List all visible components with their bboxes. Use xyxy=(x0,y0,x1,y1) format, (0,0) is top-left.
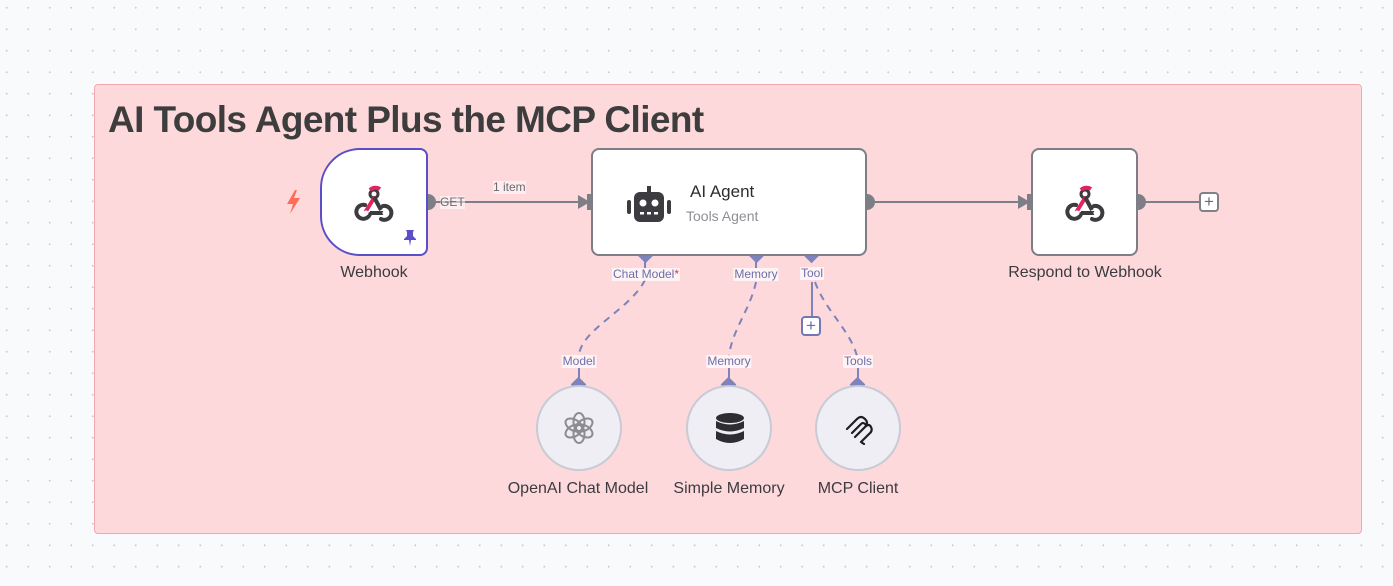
edge-item-count: 1 item xyxy=(493,180,526,194)
mcp-label: MCP Client xyxy=(817,480,899,497)
node-openai-chat-model[interactable] xyxy=(536,385,622,471)
node-ai-agent[interactable]: AI Agent Tools Agent xyxy=(591,148,867,256)
openai-label: OpenAI Chat Model xyxy=(507,480,649,497)
add-node-button[interactable]: + xyxy=(1199,192,1219,212)
sticky-note-title: AI Tools Agent Plus the MCP Client xyxy=(108,99,704,140)
memory-input-label: Memory xyxy=(733,267,779,281)
webhook-icon xyxy=(1065,185,1105,222)
robot-icon xyxy=(627,186,671,222)
node-simple-memory[interactable] xyxy=(686,385,772,471)
node-respond-to-webhook[interactable] xyxy=(1031,148,1138,256)
mcp-icon xyxy=(845,415,873,445)
node-mcp-client[interactable] xyxy=(815,385,901,471)
memory-label: Simple Memory xyxy=(673,480,785,497)
pin-icon xyxy=(404,230,416,246)
openai-icon xyxy=(564,412,594,444)
webhook-output-label: GET xyxy=(440,195,465,209)
agent-subtitle: Tools Agent xyxy=(686,208,759,224)
add-tool-button[interactable]: + xyxy=(801,316,821,336)
webhook-label: Webhook xyxy=(340,264,408,281)
trigger-bolt-icon xyxy=(287,190,300,214)
database-icon xyxy=(716,413,744,443)
memory-output-label: Memory xyxy=(706,354,752,368)
agent-title: AI Agent xyxy=(690,182,755,201)
tool-input-label: Tool xyxy=(799,266,825,280)
webhook-icon xyxy=(354,185,394,222)
respond-label: Respond to Webhook xyxy=(1008,264,1162,281)
chat-model-input-label: Chat Model* xyxy=(611,267,681,281)
model-output-label: Model xyxy=(561,354,597,368)
tools-output-label: Tools xyxy=(842,354,874,368)
